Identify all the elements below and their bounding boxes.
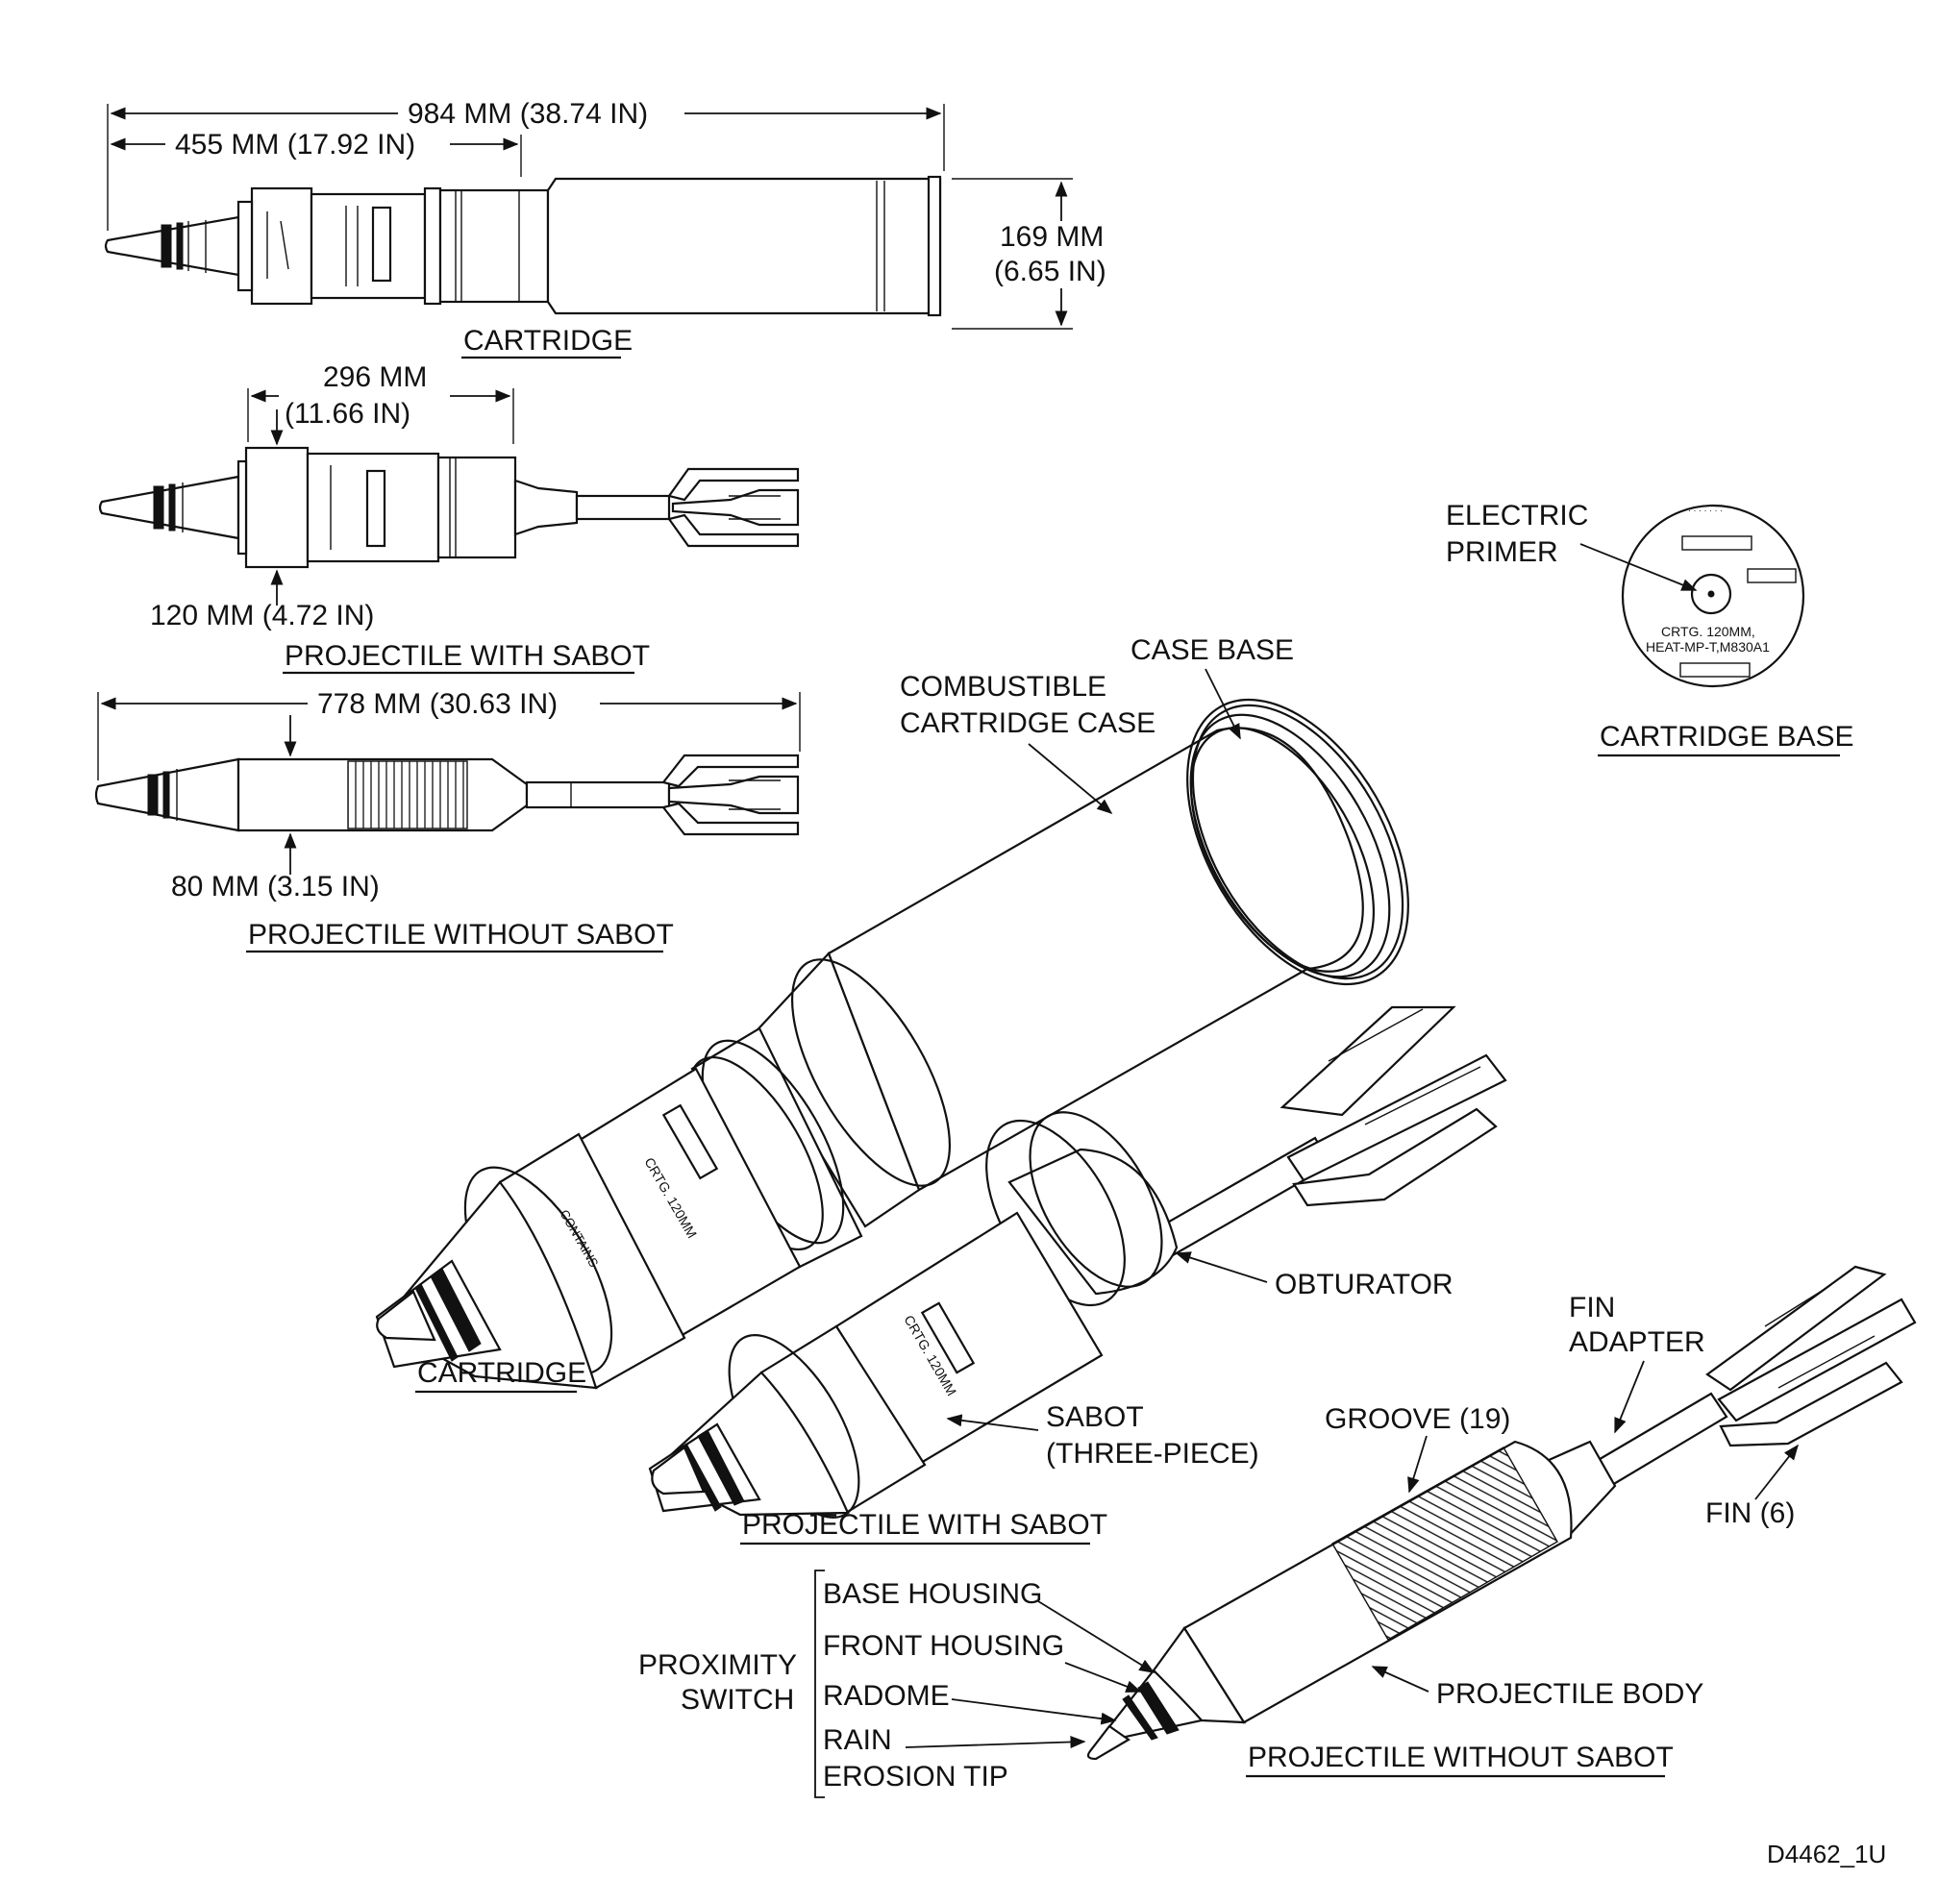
groove-label: GROOVE (19)	[1325, 1403, 1510, 1435]
sabot-label-line2: (THREE-PIECE)	[1046, 1438, 1259, 1470]
combustible-case-line1: COMBUSTIBLE	[900, 671, 1106, 703]
base-housing-label: BASE HOUSING	[823, 1578, 1042, 1610]
no-sabot-length-label: 778 MM (30.63 IN)	[317, 688, 558, 720]
projectile-length-label: 455 MM (17.92 IN)	[175, 129, 415, 161]
no-sabot-diameter-label: 80 MM (3.15 IN)	[171, 871, 380, 903]
sabot-diameter-label: 120 MM (4.72 IN)	[150, 600, 374, 631]
sabot-label-line1: SABOT	[1046, 1401, 1144, 1433]
sabot-length-line1: 296 MM	[323, 361, 427, 393]
iso-projectile-without-sabot-drawing	[1086, 1265, 1917, 1761]
svg-text:· · · · · · ·: · · · · · · ·	[1688, 506, 1723, 515]
electric-primer-line2: PRIMER	[1446, 536, 1558, 568]
front-housing-label: FRONT HOUSING	[823, 1630, 1064, 1662]
fin-label: FIN (6)	[1705, 1497, 1795, 1529]
top-cartridge-title: CARTRIDGE	[463, 325, 633, 357]
electric-primer-icon	[1690, 573, 1732, 615]
obturator-label: OBTURATOR	[1275, 1269, 1454, 1300]
radome-label: RADOME	[823, 1680, 950, 1712]
iso-projectile-with-sabot-title: PROJECTILE WITH SABOT	[742, 1509, 1107, 1541]
iso-cartridge-drawing: CRTG. 120MM CONTAINS	[375, 698, 1409, 1390]
top-projectile-without-sabot-drawing	[94, 754, 800, 836]
rain-erosion-tip-line2: EROSION TIP	[823, 1761, 1008, 1793]
top-projectile-with-sabot-drawing	[98, 446, 800, 569]
sabot-length-line2: (11.66 IN)	[285, 398, 410, 430]
top-projectile-without-sabot-title: PROJECTILE WITHOUT SABOT	[248, 919, 674, 951]
iso-projectile-without-sabot-title: PROJECTILE WITHOUT SABOT	[1248, 1742, 1674, 1773]
fin-adapter-line2: ADAPTER	[1569, 1326, 1705, 1358]
rain-erosion-tip-line1: RAIN	[823, 1724, 892, 1756]
base-marking-line1: CRTG. 120MM,	[1661, 624, 1755, 639]
iso-projectile-without-sabot-group: FIN ADAPTER GROOVE (19) FIN (6) PROJECTI…	[638, 1265, 1917, 1798]
iso-cartridge-group: CRTG. 120MM CONTAINS CASE BASE COMBUSTIB…	[375, 634, 1409, 1394]
top-cartridge-drawing	[104, 175, 942, 317]
top-projectile-with-sabot-group: 296 MM (11.66 IN) 120 MM (4.72 IN) PROJE…	[98, 361, 800, 675]
figure-id: D4462_1U	[1767, 1840, 1886, 1868]
proximity-switch-line2: SWITCH	[681, 1684, 794, 1716]
case-base-label: CASE BASE	[1130, 634, 1294, 666]
top-cartridge-group: 984 MM (38.74 IN) 455 MM (17.92 IN) 169 …	[104, 98, 1106, 359]
combustible-case-line2: CARTRIDGE CASE	[900, 707, 1155, 739]
top-projectile-without-sabot-group: 778 MM (30.63 IN) 80 MM (3.15 IN) PROJEC…	[94, 688, 801, 953]
projectile-body-label: PROJECTILE BODY	[1436, 1678, 1703, 1710]
proximity-switch-bracket	[814, 1570, 825, 1798]
cartridge-base-group: · · · · · · · CRTG. 120MM, HEAT-MP-T,M83…	[1446, 500, 1854, 757]
iso-projectile-with-sabot-drawing: CRTG. 120MM	[648, 1005, 1507, 1519]
base-marking-line2: HEAT-MP-T,M830A1	[1646, 639, 1770, 655]
electric-primer-line1: ELECTRIC	[1446, 500, 1588, 532]
iso-cartridge-title: CARTRIDGE	[417, 1357, 586, 1389]
overall-length-label: 984 MM (38.74 IN)	[408, 98, 648, 130]
top-projectile-with-sabot-title: PROJECTILE WITH SABOT	[285, 640, 650, 672]
cartridge-diameter-line2: (6.65 IN)	[994, 256, 1106, 287]
proximity-switch-line1: PROXIMITY	[638, 1649, 797, 1681]
cartridge-diameter-line1: 169 MM	[1000, 221, 1104, 253]
iso-projectile-with-sabot-group: CRTG. 120MM OBTURATOR SABOT (THREE-PIECE…	[648, 1005, 1507, 1545]
cartridge-base-title: CARTRIDGE BASE	[1600, 721, 1854, 753]
fin-adapter-line1: FIN	[1569, 1292, 1615, 1323]
